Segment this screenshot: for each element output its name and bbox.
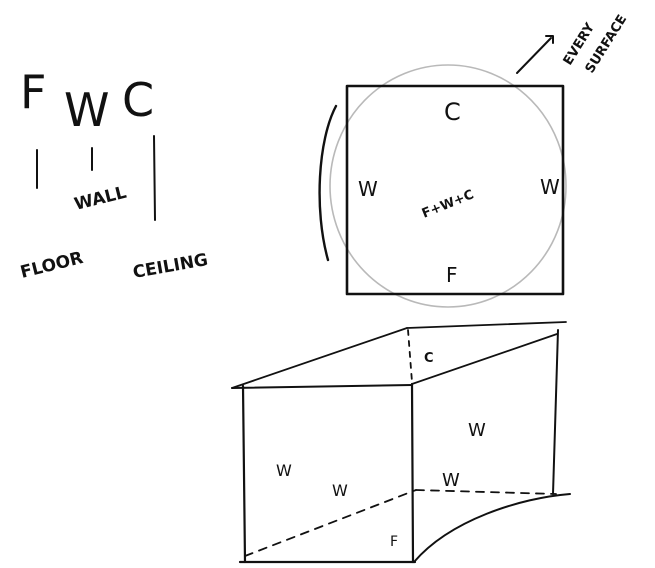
- box-wall-right-label: W: [468, 420, 486, 441]
- letter-f: F: [20, 65, 46, 119]
- annotation-surface: SURFACE: [583, 12, 631, 76]
- annotation-arrow-shaft: [517, 38, 551, 73]
- floor-label: FLOOR: [18, 248, 85, 283]
- box-top-right-edge: [412, 334, 557, 384]
- box-hidden-vertical: [408, 330, 412, 382]
- square-top-label: C: [444, 98, 461, 126]
- square-left-label: W: [358, 177, 378, 201]
- box-diagram: C W W W W F: [232, 322, 570, 562]
- box-back-right-edge: [553, 330, 558, 494]
- box-front-right: [412, 384, 413, 562]
- box-front-top: [232, 385, 412, 388]
- box-front-left: [243, 386, 245, 562]
- box-front-wall-label-1: W: [276, 461, 292, 480]
- box-wall-back-label: W: [442, 470, 460, 491]
- box-top-back-edge: [407, 322, 566, 328]
- letter-w: W: [64, 83, 109, 137]
- box-bottom-right-edge: [414, 494, 570, 562]
- box-floor-label: F: [390, 534, 398, 550]
- circle-left-stroke: [320, 106, 336, 260]
- legend: F W C WALL FLOOR CEILING: [18, 65, 209, 283]
- box-ceiling-label: C: [424, 351, 434, 366]
- square-bottom-label: F: [446, 263, 458, 287]
- wall-label: WALL: [72, 183, 128, 215]
- box-top-left-edge: [232, 328, 407, 388]
- square-diagram: C W W F F+W+C EVERY SURFACE: [320, 12, 631, 307]
- ceiling-tick: [154, 136, 155, 220]
- letter-c: C: [122, 73, 154, 127]
- box-front-wall-label-2: W: [332, 481, 348, 500]
- box-hidden-floor-back: [416, 490, 556, 494]
- square-right-label: W: [540, 175, 560, 199]
- ceiling-label: CEILING: [131, 250, 209, 283]
- square-center-label: F+W+C: [420, 187, 476, 221]
